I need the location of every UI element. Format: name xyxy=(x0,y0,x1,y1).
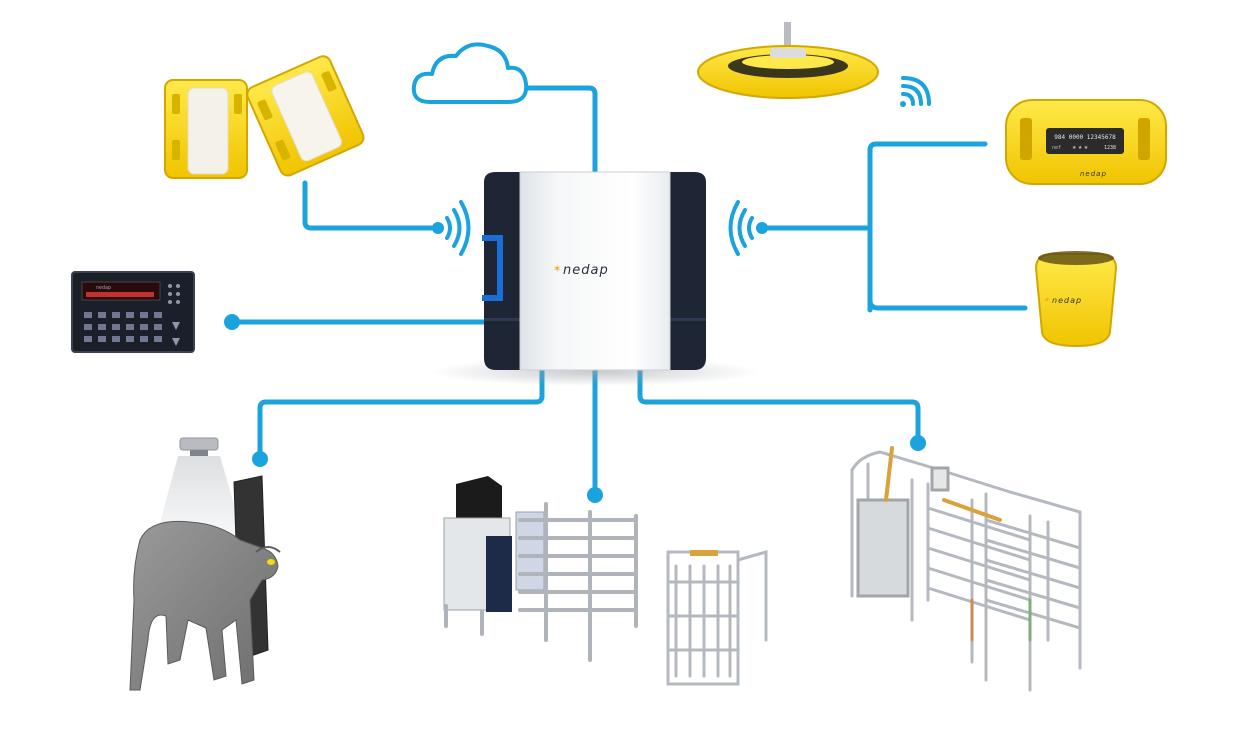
neck-tag-icon: 984 0000 12345678 nef ★ ★ ★ 1238 nedap xyxy=(1005,99,1167,185)
connector-ear-sensor xyxy=(867,297,1028,311)
neck-tag-stars: ★ ★ ★ xyxy=(1072,145,1089,151)
wireless-signal-icon xyxy=(445,200,471,256)
connector-cloud xyxy=(522,85,598,175)
connector-gate xyxy=(637,367,921,445)
ceiling-antenna-icon xyxy=(697,22,879,99)
ear-sensor-logo: nedap xyxy=(1052,296,1082,305)
sorting-gate-icon xyxy=(850,446,1082,692)
neck-tag-line1: 984 0000 12345678 xyxy=(1054,134,1116,141)
hub-logo: nedap xyxy=(563,263,609,278)
star-icon: ✶ xyxy=(1044,296,1050,304)
selection-gate-icon xyxy=(666,550,768,686)
wireless-signal-icon xyxy=(728,200,754,256)
central-hub-unit: ✶ nedap xyxy=(430,171,760,386)
wireless-signal-icon xyxy=(900,76,931,107)
neck-tag-logo: nedap xyxy=(1080,170,1107,178)
control-panel-icon: nedap xyxy=(71,271,195,353)
control-panel-brand: nedap xyxy=(96,285,111,291)
connector-pedometer xyxy=(302,180,435,231)
neck-tag-line2-prefix: nef xyxy=(1052,145,1061,151)
neck-tag-line2-suffix: 1238 xyxy=(1104,145,1116,151)
connector-end-dots xyxy=(224,222,926,503)
cloud-icon xyxy=(411,42,529,104)
ear-sensor-icon: ✶ nedap xyxy=(1034,251,1118,348)
feeding-station-icon xyxy=(443,476,638,662)
pedometer-sensor-icon xyxy=(164,55,365,179)
star-icon: ✶ xyxy=(553,264,561,275)
connector-lines xyxy=(229,85,1028,497)
cow-id-station xyxy=(129,437,281,691)
connector-neck-tag xyxy=(867,141,988,313)
cow-icon xyxy=(129,520,281,691)
connector-cow xyxy=(257,367,545,461)
